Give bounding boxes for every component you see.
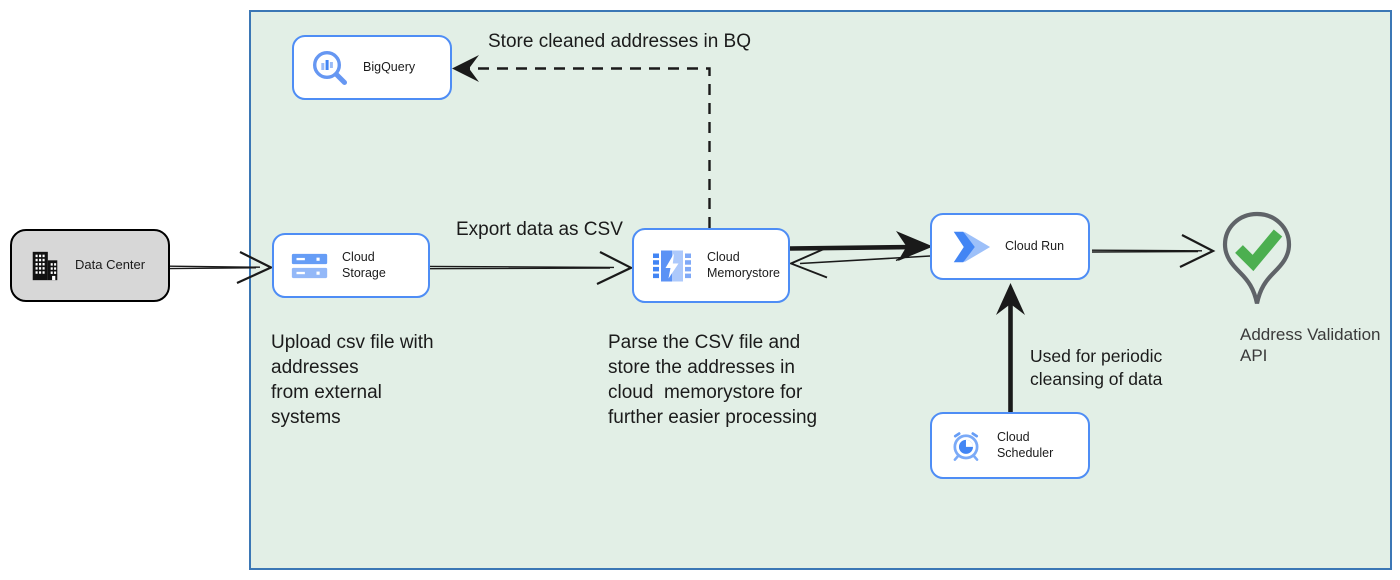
data-center-icon (32, 251, 58, 280)
address-validation-pin[interactable] (1221, 211, 1293, 313)
bigquery-icon (312, 50, 347, 85)
cloud-storage-icon (291, 253, 328, 278)
node-cloud-memorystore[interactable]: Cloud Memorystore (632, 228, 790, 303)
check-icon (1235, 229, 1283, 272)
node-label-cloud-scheduler: Cloud Scheduler (996, 429, 1054, 460)
annotation-upload-csv: Upload csv file with addresses from exte… (271, 332, 434, 428)
edge-label-export-csv: Export data as CSV (456, 219, 623, 240)
node-data-center[interactable]: Data Center (10, 229, 170, 302)
node-label-cloud-run: Cloud Run (1005, 238, 1065, 253)
node-label-data-center: Data Center (75, 257, 146, 273)
map-pin-icon (1222, 211, 1292, 304)
node-cloud-run[interactable]: Cloud Run (930, 213, 1090, 280)
annotation-parse-csv: Parse the CSV file and store the address… (608, 332, 818, 428)
node-label-bigquery: BigQuery (363, 59, 416, 74)
cloud-run-icon (953, 231, 991, 262)
node-cloud-storage[interactable]: Cloud Storage (272, 233, 430, 298)
address-validation-api-label: Address Validation API (1240, 325, 1381, 365)
edge-label-periodic-cleansing: Used for periodic cleansing of data (1030, 346, 1163, 389)
node-bigquery[interactable]: BigQuery (292, 35, 452, 100)
cloud-memorystore-icon (653, 250, 691, 281)
node-label-cloud-memorystore: Cloud Memorystore (707, 249, 780, 280)
cloud-scheduler-icon (953, 431, 979, 461)
node-cloud-scheduler[interactable]: Cloud Scheduler (930, 412, 1090, 479)
edge-label-store-cleaned: Store cleaned addresses in BQ (488, 31, 751, 52)
node-label-cloud-storage: Cloud Storage (342, 249, 386, 280)
gcp-boundary-container[interactable] (249, 10, 1392, 570)
